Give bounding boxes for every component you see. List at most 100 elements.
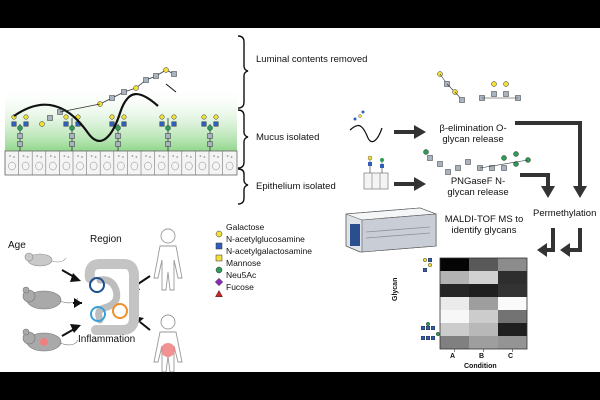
cell-granule bbox=[36, 155, 39, 157]
glycan-circle bbox=[513, 151, 519, 157]
glycan-circle bbox=[436, 332, 440, 336]
cell-nucleus bbox=[185, 161, 193, 171]
heatmap-cell-r6-c2 bbox=[498, 336, 527, 349]
heatmap-cell-r6-c0 bbox=[440, 336, 469, 349]
heatmap-condition-c: C bbox=[508, 353, 514, 360]
heatmap-row-glycan-icons bbox=[421, 258, 440, 340]
glycan-diamond bbox=[214, 277, 224, 287]
glycan-square bbox=[109, 95, 115, 101]
cell-nucleus bbox=[198, 161, 207, 171]
cell-granule bbox=[172, 155, 175, 157]
heatmap-cell-r2-c2 bbox=[498, 284, 527, 297]
glycan-circle bbox=[115, 125, 121, 131]
heatmap-cell-r3-c0 bbox=[440, 297, 469, 310]
human-figure-top bbox=[153, 228, 183, 291]
colon-icon bbox=[84, 259, 139, 335]
surface-glycans bbox=[11, 114, 219, 151]
glycan-square bbox=[17, 133, 23, 139]
glycan-circle bbox=[428, 263, 432, 267]
intestinal-tissue-illustration bbox=[4, 35, 587, 372]
glycan-square bbox=[171, 121, 177, 127]
maldi-label: MALDI-TOF MS to identify glycans bbox=[444, 214, 524, 236]
glycan-square bbox=[47, 115, 53, 121]
region-marker-proximal bbox=[89, 277, 105, 293]
heatmap-xlabel: Condition bbox=[464, 363, 497, 370]
cell-granule bbox=[185, 155, 188, 157]
n-glycan-release-label: PNGaseF N-glycan release bbox=[447, 176, 509, 198]
heatmap-chart bbox=[439, 257, 528, 352]
cell-nucleus bbox=[171, 161, 179, 171]
glycan-square bbox=[165, 133, 171, 139]
glycan-square bbox=[207, 133, 213, 139]
glycan-square bbox=[489, 165, 495, 171]
glycan-square bbox=[455, 165, 461, 171]
cell-granule bbox=[213, 155, 215, 157]
glycan-square bbox=[109, 121, 115, 127]
glycan-triangle bbox=[215, 289, 223, 297]
cell-granule bbox=[158, 155, 161, 157]
cell-granule bbox=[199, 155, 202, 157]
cell-granule bbox=[162, 156, 165, 158]
glycan-square bbox=[427, 155, 433, 161]
process-arrows bbox=[394, 121, 587, 257]
inflamed-mouse-icon bbox=[22, 328, 79, 352]
cell-granule bbox=[226, 155, 229, 157]
glycan-square bbox=[431, 326, 435, 330]
legend-label-4: Neu5Ac bbox=[226, 270, 257, 280]
glycan-square bbox=[215, 254, 223, 262]
glycan-square bbox=[421, 326, 425, 330]
cell-nucleus bbox=[62, 161, 71, 171]
glycan-square bbox=[437, 161, 443, 167]
cell-granule bbox=[176, 156, 179, 158]
n-glycan-link bbox=[479, 159, 529, 169]
n-glycan-structures bbox=[423, 149, 531, 175]
glycan-square bbox=[421, 336, 425, 340]
o-glycan-structures bbox=[437, 71, 521, 103]
legend-label-2: N-acetylgalactosamine bbox=[226, 246, 312, 256]
cell-nucleus bbox=[103, 161, 111, 171]
cell-granule bbox=[135, 156, 138, 158]
glycan-circle bbox=[215, 230, 223, 238]
age-label: Age bbox=[8, 240, 26, 251]
glycan-square bbox=[428, 258, 432, 262]
mucus-layer bbox=[5, 86, 237, 152]
heatmap-condition-b: B bbox=[479, 353, 485, 360]
heatmap-condition-a: A bbox=[450, 353, 456, 360]
young-mouse-icon bbox=[24, 252, 67, 267]
cell-nucleus bbox=[35, 161, 43, 171]
glycan-square bbox=[165, 141, 171, 147]
glycan-circle bbox=[501, 155, 507, 161]
glycan-circle bbox=[426, 322, 430, 326]
glycan-square bbox=[121, 121, 127, 127]
heatmap-cell-r6-c1 bbox=[469, 336, 498, 349]
glycan-square bbox=[159, 121, 165, 127]
glycan-square bbox=[115, 141, 121, 147]
heatmap-cell-r2-c1 bbox=[469, 284, 498, 297]
heatmap-cell-r0-c2 bbox=[498, 258, 527, 271]
cell-nucleus bbox=[225, 161, 234, 171]
glycan-circle bbox=[213, 114, 219, 120]
cell-granule bbox=[22, 155, 25, 157]
glycan-square bbox=[121, 89, 127, 95]
cell-granule bbox=[90, 155, 93, 157]
heatmap-cell-r1-c1 bbox=[469, 271, 498, 284]
glycan-square bbox=[503, 91, 509, 97]
heatmap-cell-r5-c0 bbox=[440, 323, 469, 336]
heatmap-cell-r1-c0 bbox=[440, 271, 469, 284]
cell-granule bbox=[81, 156, 83, 158]
maldi-instrument-icon bbox=[345, 207, 437, 253]
cell-granule bbox=[149, 156, 151, 158]
legend-label-1: N-acetylglucosamine bbox=[226, 234, 305, 244]
glycan-circle bbox=[39, 121, 45, 127]
heatmap-cell-r5-c1 bbox=[469, 323, 498, 336]
glycan-circle bbox=[513, 161, 519, 167]
cell-granule bbox=[217, 156, 219, 158]
cell-granule bbox=[131, 155, 134, 157]
legend-label-0: Galactose bbox=[226, 222, 265, 232]
cell-nucleus bbox=[212, 161, 220, 171]
legend-label-5: Fucose bbox=[226, 282, 254, 292]
glycan-square bbox=[11, 121, 17, 127]
cell-nucleus bbox=[144, 161, 152, 171]
glycan-circle bbox=[133, 85, 139, 91]
glycan-circle bbox=[121, 114, 127, 120]
